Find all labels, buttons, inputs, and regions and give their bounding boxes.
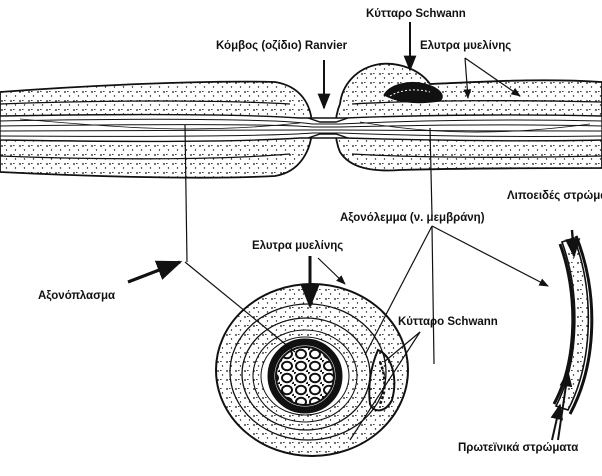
label-protein-layers: Πρωτεϊνικά στρώματα <box>458 442 578 455</box>
label-myelin-cross: Ελυτρα μυελίνης <box>252 240 343 253</box>
label-ranvier-node: Κόμβος (οζίδιο) Ranvier <box>216 40 347 53</box>
label-axolemma: Αξονόλεμμα (ν. μεμβράνη) <box>340 212 485 225</box>
longitudinal-fiber <box>0 64 602 178</box>
label-axoplasm: Αξονόπλασμα <box>38 290 115 303</box>
cross-section <box>216 284 408 456</box>
axon-cross <box>276 347 334 405</box>
membrane-strip <box>554 236 592 414</box>
label-myelin-top: Ελυτρα μυελίνης <box>420 40 511 53</box>
axon-core <box>0 115 602 142</box>
label-lipid-layer: Λιποειδές στρώμα <box>507 190 602 203</box>
label-schwann-cross: Κύτταρο Schwann <box>398 316 498 329</box>
label-schwann-top: Κύτταρο Schwann <box>366 8 466 21</box>
